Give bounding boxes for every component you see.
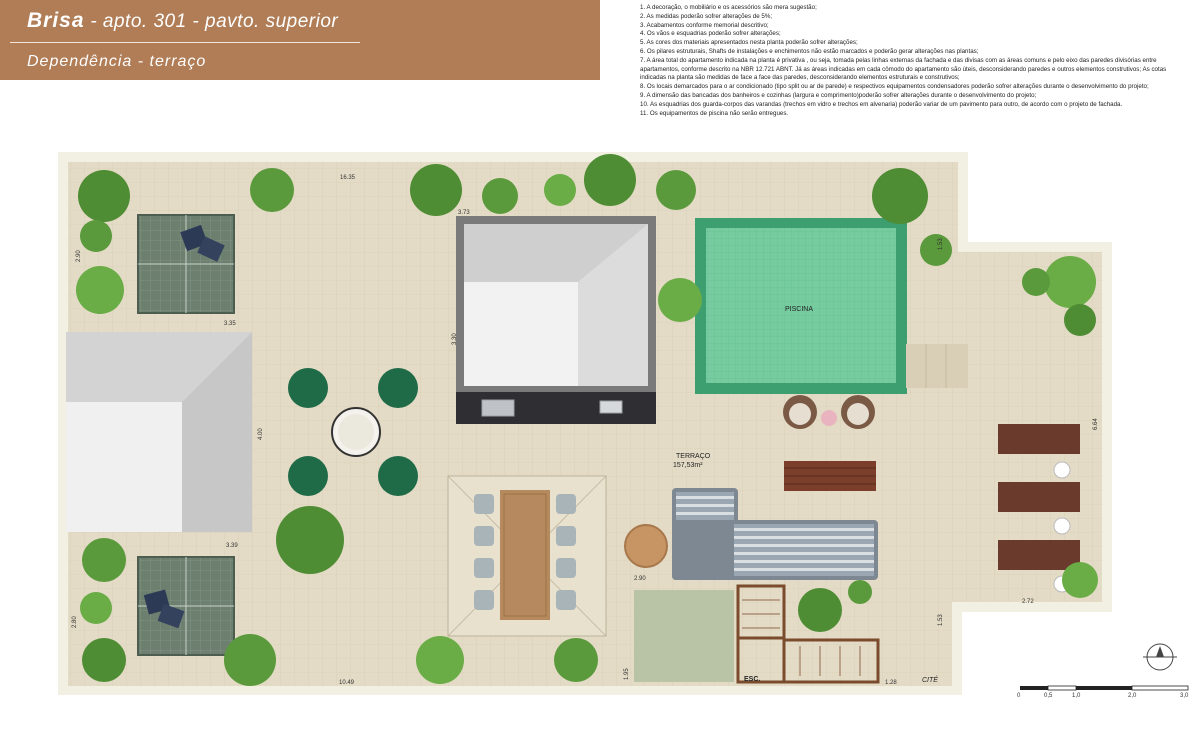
unit-info: - apto. 301 - pavto. superior	[90, 11, 339, 32]
note-item: 10. As esquadrias dos guarda-corpos das …	[640, 100, 1123, 108]
plan-subtitle: Dependência - terraço	[27, 53, 207, 70]
notes-list: 1. A decoração, o mobiliário e os acessó…	[640, 4, 1190, 118]
dim-bottom: 10.49	[339, 680, 355, 686]
title-banner: Brisa - apto. 301 - pavto. superior Depe…	[0, 0, 600, 80]
dim-stair-side: 1.53	[938, 614, 944, 626]
dim-stair-width: 2.90	[634, 576, 646, 582]
dim-left-top: 2.90	[76, 250, 82, 262]
rug-bottom	[137, 556, 235, 656]
dim-middle-height: 4.00	[258, 428, 264, 440]
dim-pool-side: 1.53	[938, 238, 944, 250]
scale-bar	[1020, 685, 1189, 691]
pool-label: PISCINA	[785, 306, 813, 313]
note-item: 5. As cores dos materiais apresentados n…	[640, 39, 858, 47]
logo-text: CITÉ	[922, 675, 938, 684]
note-item: 7. A área total do apartamento indicada …	[640, 56, 1167, 82]
note-item: 8. Os locais demarcados para o ar condic…	[640, 83, 1149, 91]
roof-block-left	[66, 332, 252, 532]
note-item: 9. A dimensão das bancadas dos banheiros…	[640, 91, 1037, 99]
dim-bottom-right: 1.28	[885, 680, 897, 686]
sun-loungers	[998, 424, 1080, 593]
project-name: Brisa	[27, 9, 85, 32]
pool	[695, 218, 968, 394]
note-item: 2. As medidas poderão sofrer alterações …	[640, 12, 773, 20]
north-arrow-icon	[1143, 643, 1177, 671]
note-item: 3. Acabamentos conforme memorial descrit…	[640, 21, 769, 29]
dim-bottom-small: 1.95	[624, 668, 630, 680]
note-item: 1. A decoração, o mobiliário e os acessó…	[640, 4, 817, 11]
plants	[76, 154, 1098, 686]
dim-room-height: 3.30	[452, 333, 458, 345]
rattan-chairs	[783, 395, 875, 429]
scale-tick: 1,0	[1072, 693, 1081, 699]
project-title: Brisa - apto. 301 - pavto. superior	[27, 9, 338, 33]
scale-tick: 3,0	[1180, 693, 1189, 699]
dim-right-height: 6.64	[1093, 418, 1099, 430]
note-item: 6. Os pilares estruturais, Shafts de ins…	[640, 47, 979, 55]
room-name: TERRAÇO	[676, 453, 711, 460]
banner-divider	[10, 42, 360, 43]
room-area: 157,53m²	[673, 462, 703, 469]
dim-left-bottom: 2.80	[72, 616, 78, 628]
scale-tick: 0	[1017, 693, 1021, 699]
rug-top	[137, 214, 235, 314]
dim-lower-width: 3.39	[226, 543, 238, 549]
dim-upper-width: 3.35	[224, 321, 236, 327]
lounge-set	[288, 368, 418, 496]
roof-block-center	[456, 216, 656, 424]
note-item: 11. Os equipamentos de piscina não serão…	[640, 109, 789, 117]
stairs-label: ESC.	[744, 676, 760, 683]
note-item: 4. Os vãos e esquadrias poderão sofrer a…	[640, 30, 781, 38]
dim-room-width: 3.73	[458, 210, 470, 216]
stair-area	[634, 584, 880, 684]
dim-right-bottom: 2.72	[1022, 599, 1034, 605]
sofa	[624, 488, 878, 580]
bench-slats	[784, 467, 876, 485]
dim-top: 16.35	[340, 175, 356, 181]
scale-tick: 0,5	[1044, 693, 1053, 699]
scale-tick: 2,0	[1128, 693, 1137, 699]
dining-area	[447, 475, 607, 637]
